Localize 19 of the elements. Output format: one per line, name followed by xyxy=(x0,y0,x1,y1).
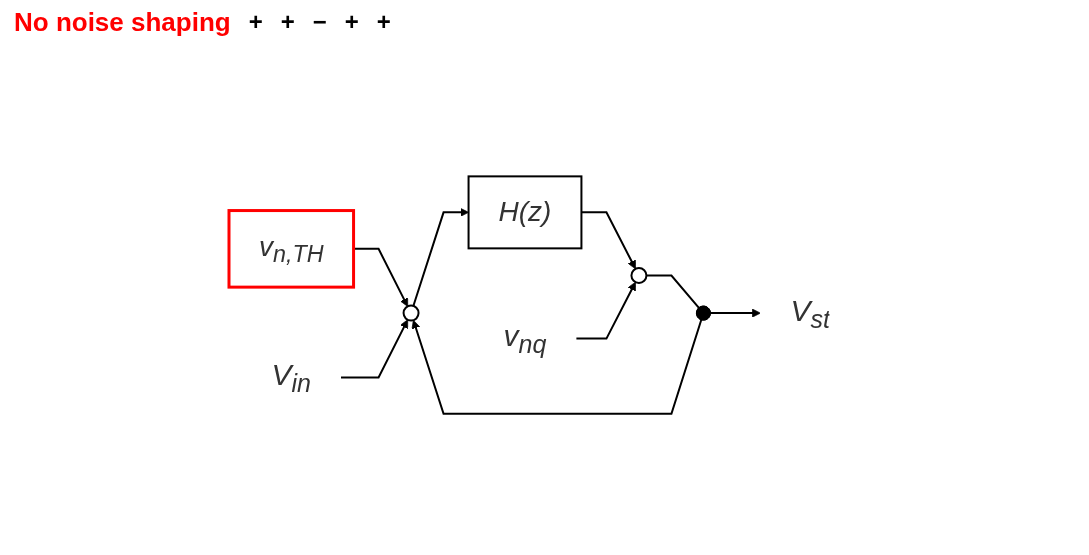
arrow xyxy=(709,308,761,317)
sign-label: + xyxy=(248,8,263,36)
note-text: No noise shaping xyxy=(14,6,231,38)
arrow xyxy=(575,281,636,340)
arrow xyxy=(340,318,409,378)
arrow xyxy=(411,318,703,415)
sign-label: − xyxy=(312,8,327,36)
sign-label: + xyxy=(280,8,295,36)
node-box: H(z) xyxy=(467,174,583,249)
node-text: v$_{nq}$ xyxy=(503,318,547,358)
sign-label: + xyxy=(344,8,359,36)
node-box: v$_{n,TH}$ xyxy=(227,208,356,289)
arrow xyxy=(412,207,469,307)
node-text: V$_{in}$ xyxy=(271,357,312,397)
node-text: V$_{st}$ xyxy=(790,293,830,333)
sign-label: + xyxy=(376,8,391,36)
node-circle xyxy=(630,266,648,284)
node-circle xyxy=(402,304,420,322)
connector xyxy=(645,274,700,309)
